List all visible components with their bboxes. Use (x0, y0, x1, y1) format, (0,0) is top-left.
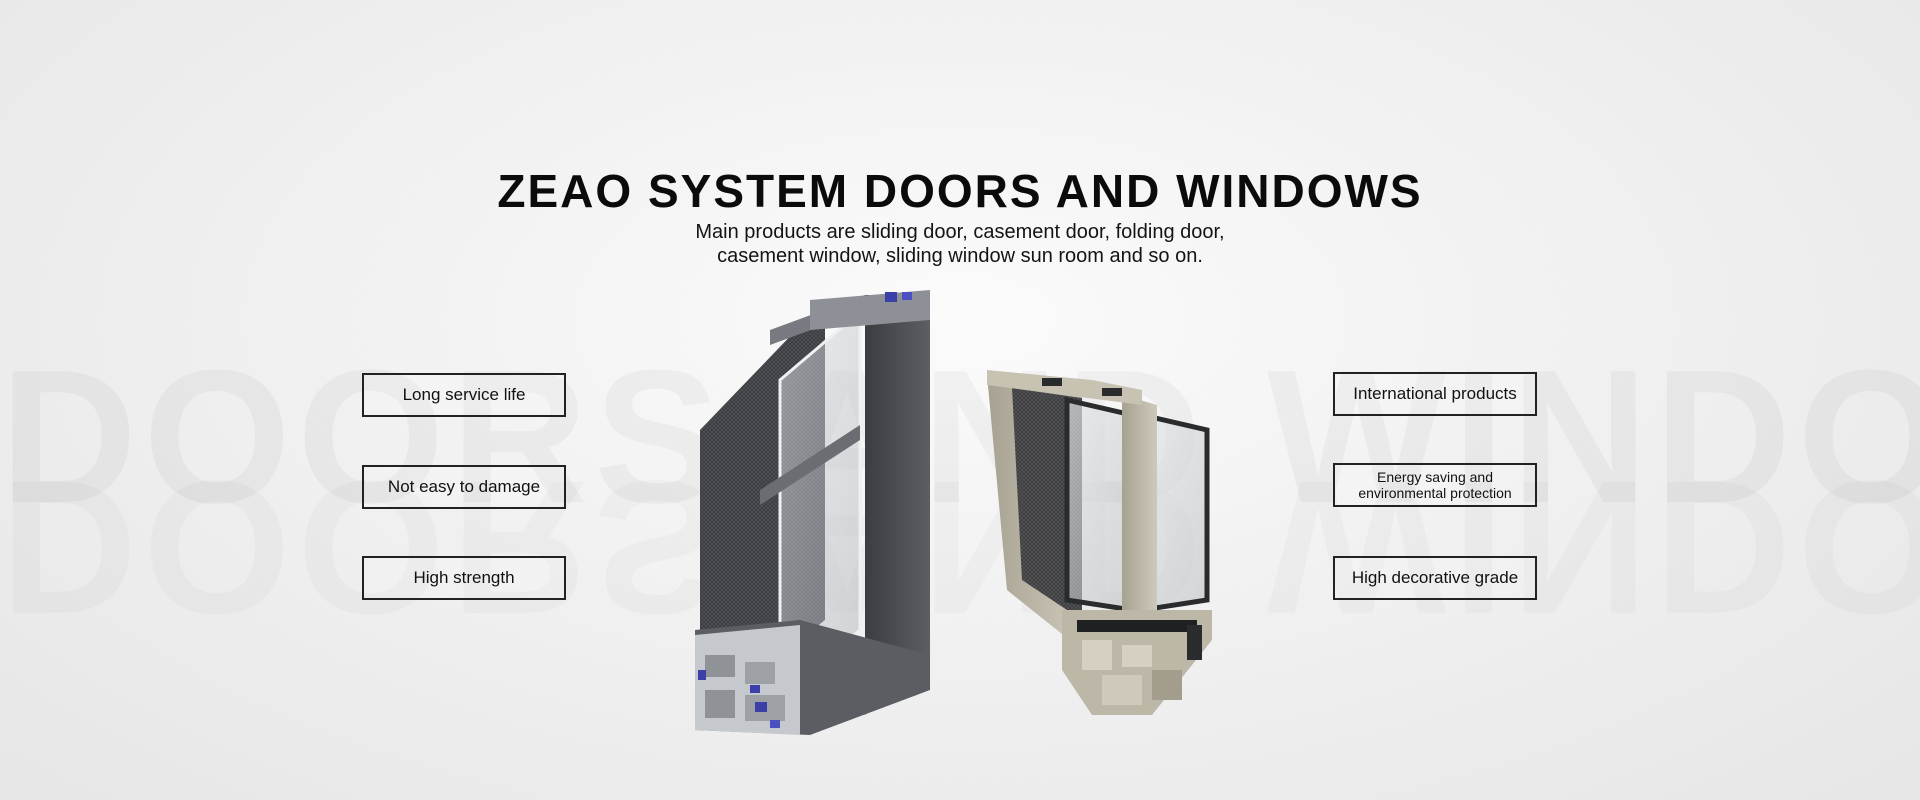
feature-long-service-life: Long service life (362, 373, 566, 417)
feature-high-strength: High strength (362, 556, 566, 600)
feature-not-easy-to-damage: Not easy to damage (362, 465, 566, 509)
casement-window-profile-image (695, 290, 930, 735)
feature-high-decorative-grade: High decorative grade (1333, 556, 1537, 600)
sliding-door-profile-image (987, 370, 1212, 715)
page-title: ZEAO SYSTEM DOORS AND WINDOWS (497, 165, 1423, 217)
feature-international-products: International products (1333, 372, 1537, 416)
background-watermark-reflection: DOORS AND WINDOWS (0, 452, 1920, 642)
subtitle-line-2: casement window, sliding window sun room… (717, 245, 1203, 267)
subtitle-line-1: Main products are sliding door, casement… (695, 221, 1225, 243)
page-subtitle: Main products are sliding door, casement… (0, 220, 1920, 268)
feature-energy-saving: Energy saving and environmental protecti… (1333, 463, 1537, 507)
